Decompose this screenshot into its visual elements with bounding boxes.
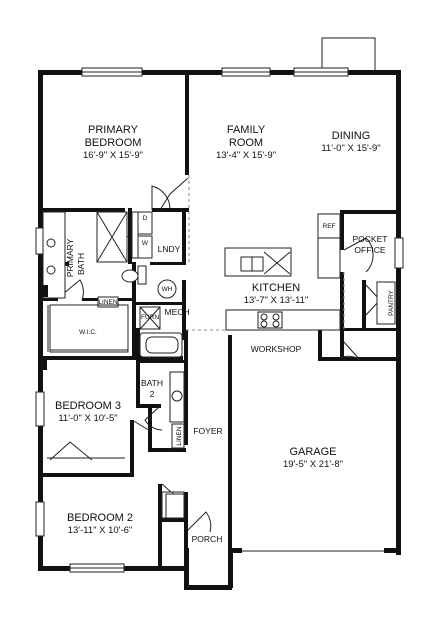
family-room-label-2: ROOM [229, 137, 263, 149]
bedroom2-dims: 13'-11" X 10'-6" [68, 525, 133, 536]
kitchen-counter [225, 309, 341, 331]
workshop-label: WORKSHOP [251, 344, 302, 354]
primary-bedroom-dims: 16'-9" X 15'-9" [83, 150, 143, 161]
dining-dims: 11'-0" X 15'-9" [321, 143, 380, 154]
pocket-office-label: POCKET [353, 234, 388, 244]
pantry-shelf [376, 281, 396, 325]
garage-label: GARAGE [289, 446, 336, 458]
dashed-boundaries [186, 175, 345, 331]
dryer-label: D [143, 215, 148, 222]
bedroom2-label: BEDROOM 2 [67, 512, 133, 524]
furnace-label: FURN [141, 314, 159, 321]
foyer-fixtures [165, 493, 185, 519]
primary-bedroom-label: PRIMARY [88, 124, 139, 136]
water-heater [157, 279, 177, 299]
kitchen-fixtures [224, 213, 341, 331]
family-room-label: FAMILY [227, 124, 266, 136]
family-room-dims: 13'-4" X 15'-9" [216, 150, 276, 161]
mech-fixtures [139, 279, 177, 330]
office-fixtures [376, 281, 396, 325]
foyer-label: FOYER [193, 426, 222, 436]
kitchen-label: KITCHEN [252, 282, 300, 294]
primary-toilet [121, 265, 147, 285]
garage-dims: 19'-5" X 21'-8" [283, 459, 343, 470]
bath2-label-2: 2 [150, 389, 155, 399]
bath2-label: BATH [141, 378, 163, 388]
laundry-fixtures [131, 211, 153, 259]
washer-label: W [142, 240, 149, 247]
bedroom3-dims: 11'-0" X 10'-5" [58, 413, 117, 424]
pantry-label: PANTRY [388, 289, 395, 315]
chimney [321, 37, 376, 73]
pocket-office-label-2: OFFICE [354, 245, 385, 255]
bath2-fixtures [139, 332, 185, 449]
mech-label: MECH [164, 307, 189, 317]
dining-label: DINING [332, 130, 371, 142]
wic-shelving [47, 304, 129, 353]
wic-label: W.I.C. [79, 329, 97, 336]
primary-bedroom-label-2: BEDROOM [85, 137, 142, 149]
bedroom3-label: BEDROOM 3 [55, 400, 121, 412]
windows [35, 67, 404, 573]
refrigerator-label: REF [323, 223, 336, 230]
porch-label: PORCH [192, 534, 223, 544]
primary-bath-label: PRIMARY [65, 238, 75, 277]
primary-bath-fixtures [38, 211, 128, 308]
hall-linen-label: LINEN [176, 426, 183, 445]
laundry-label: LNDY [158, 244, 181, 254]
primary-linen-label: LINEN [98, 299, 117, 306]
primary-bath-label-2: BATH [76, 253, 86, 275]
kitchen-dims: 13'-7" X 13'-11" [244, 295, 309, 306]
water-heater-label: WH [162, 286, 173, 293]
